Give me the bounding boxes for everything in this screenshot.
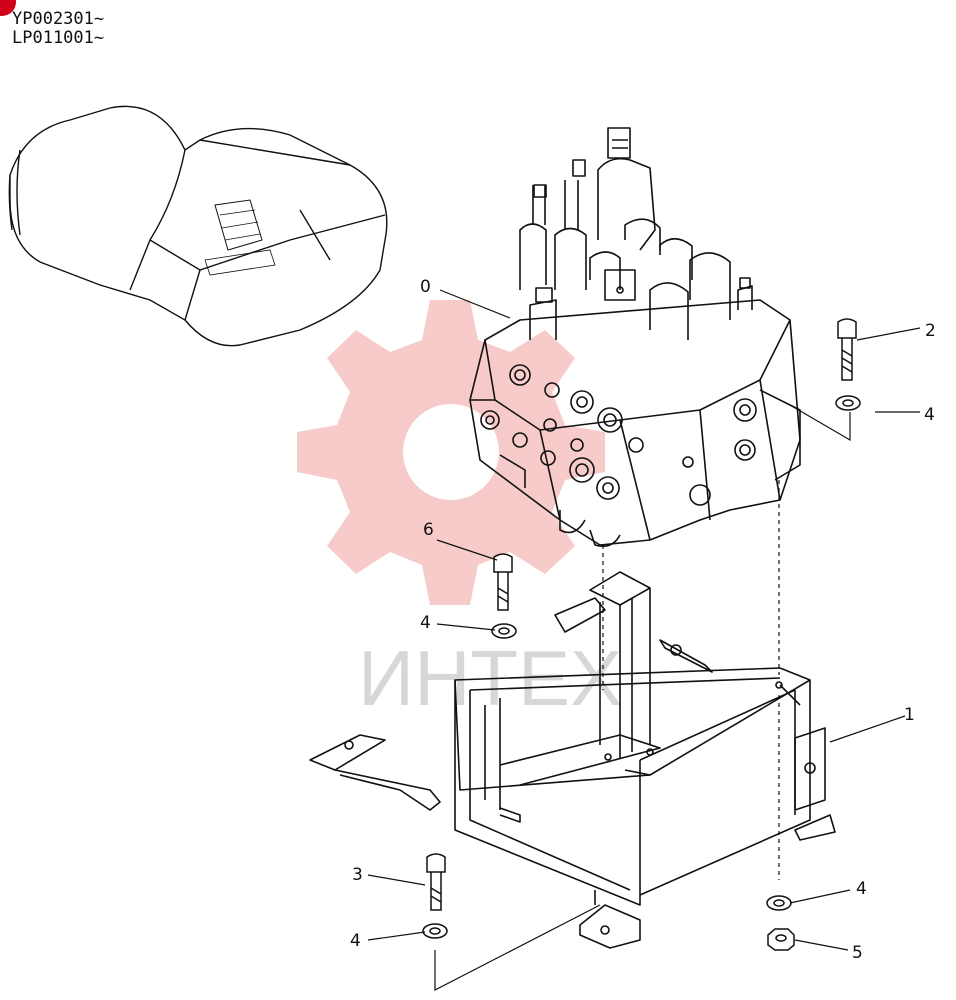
washer-4-mid-icon xyxy=(491,623,517,639)
bolt-3-icon xyxy=(426,853,446,911)
callout-3: 3 xyxy=(352,865,363,885)
leader-lines xyxy=(367,289,921,991)
callout-4-top: 4 xyxy=(924,405,935,425)
callout-0: 0 xyxy=(420,277,431,297)
watermark-gear-icon xyxy=(297,300,605,605)
serial-range-1: YP002301~ xyxy=(12,9,105,29)
control-valve-assembly xyxy=(469,127,801,548)
corner-badge xyxy=(0,0,16,16)
callout-4-mid: 4 xyxy=(420,613,431,633)
washer-4-bottom-left-icon xyxy=(422,923,448,939)
serial-range-2: LP011001~ xyxy=(12,28,105,48)
washer-4-bottom-right-icon xyxy=(766,895,792,911)
callout-4-bottom-left: 4 xyxy=(350,931,361,951)
callout-5: 5 xyxy=(852,943,863,963)
nut-5-icon xyxy=(767,928,795,951)
callout-6: 6 xyxy=(423,520,434,540)
callout-2: 2 xyxy=(925,321,936,341)
callout-1: 1 xyxy=(904,705,915,725)
bolt-2-icon xyxy=(837,318,857,381)
washer-4-top-icon xyxy=(835,395,861,411)
bolt-6-icon xyxy=(493,553,513,611)
machine-locator-inset xyxy=(8,105,388,347)
valve-mounting-bracket xyxy=(309,571,836,949)
callout-4-bottom-right: 4 xyxy=(856,879,867,899)
